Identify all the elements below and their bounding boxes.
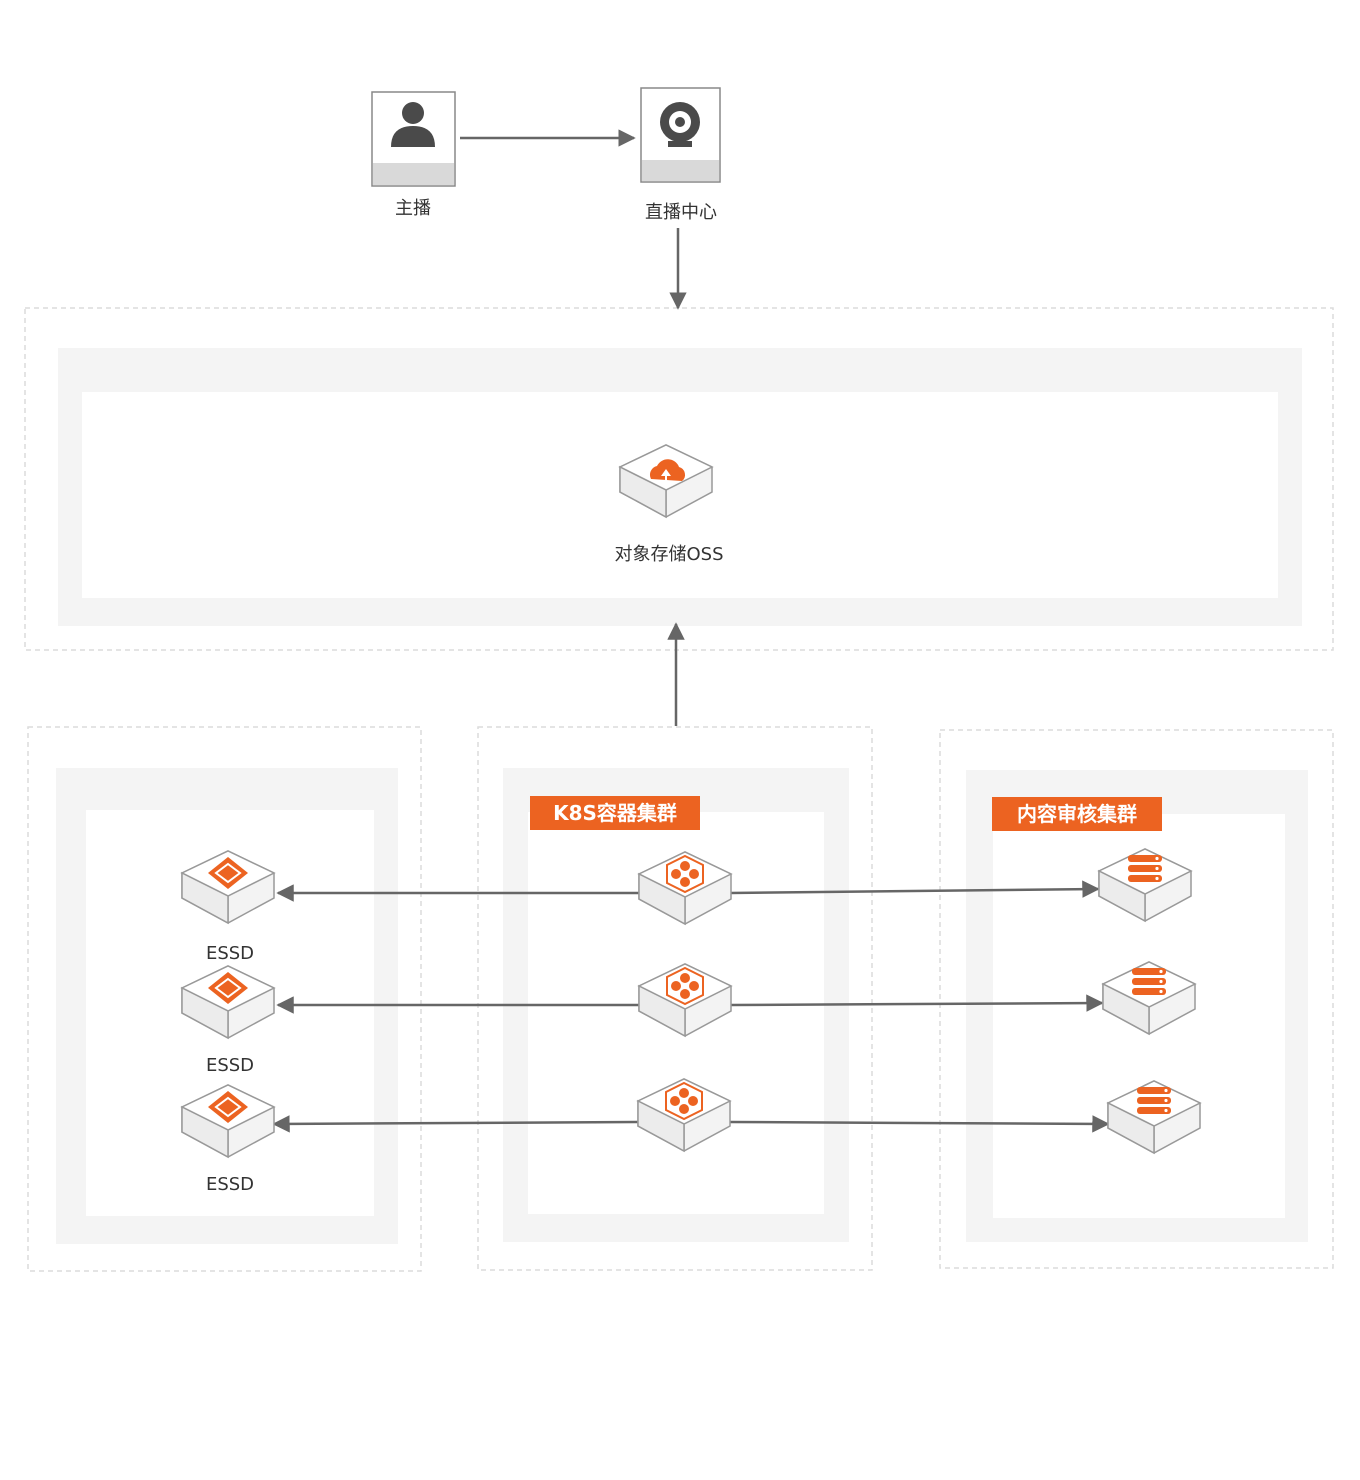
disk-icon <box>208 972 248 1004</box>
review-node-1 <box>1098 848 1192 922</box>
anchor-node <box>371 91 456 187</box>
essd-label-2: ESSD <box>205 1055 255 1076</box>
container-cube-icon <box>666 966 704 1006</box>
essd-node-3 <box>181 1084 275 1158</box>
k8s-cluster-title: K8S容器集群 <box>530 796 700 830</box>
arrow-k8s-to-review-1 <box>729 880 1100 898</box>
person-icon <box>391 102 435 147</box>
cloud-upload-icon <box>649 459 686 483</box>
arrow-k8s-to-essd-3 <box>272 1115 641 1133</box>
webcam-icon <box>660 102 700 147</box>
k8s-node-1 <box>638 851 732 925</box>
server-stack-icon <box>1132 968 1166 995</box>
review-node-3 <box>1107 1080 1201 1154</box>
connectors <box>272 129 1110 1133</box>
oss-label: 对象存储OSS <box>614 544 724 565</box>
disk-icon <box>208 857 248 889</box>
anchor-label: 主播 <box>395 198 431 219</box>
arrow-k8s-to-review-2 <box>729 994 1104 1012</box>
essd-label-1: ESSD <box>205 943 255 964</box>
review-cluster-title: 内容审核集群 <box>992 797 1162 831</box>
essd-node-2 <box>181 965 275 1039</box>
oss-node <box>619 444 713 518</box>
k8s-node-2 <box>638 963 732 1037</box>
live-center-label: 直播中心 <box>645 202 717 223</box>
server-stack-icon <box>1137 1087 1171 1114</box>
container-cube-icon <box>665 1081 703 1121</box>
server-stack-icon <box>1128 855 1162 882</box>
review-node-2 <box>1102 961 1196 1035</box>
container-cube-icon <box>666 854 704 894</box>
k8s-node-3 <box>637 1078 731 1152</box>
disk-icon <box>208 1091 248 1123</box>
arrow-k8s-to-review-3 <box>729 1115 1110 1133</box>
essd-node-1 <box>181 850 275 924</box>
essd-label-3: ESSD <box>205 1174 255 1195</box>
live-center-node <box>640 87 721 183</box>
